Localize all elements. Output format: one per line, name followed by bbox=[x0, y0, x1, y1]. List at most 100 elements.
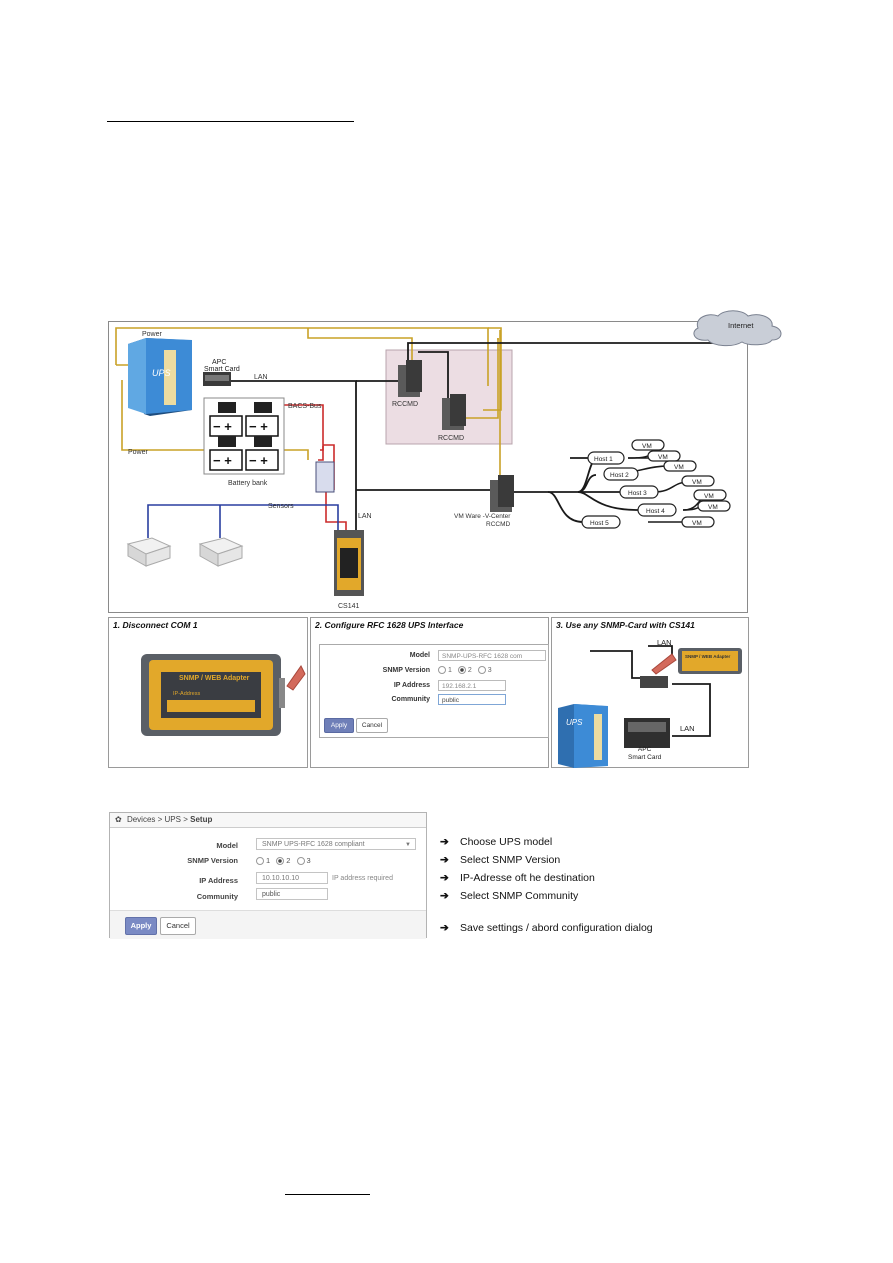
heading-underline bbox=[107, 121, 354, 122]
step-3-adapter-title: SNMP / WEB Adapter bbox=[685, 654, 731, 659]
apc-smart-card bbox=[203, 372, 231, 386]
battery-bank-label: Battery bank bbox=[228, 480, 268, 487]
form-footer: Apply Cancel bbox=[110, 910, 426, 939]
step-3-ups-label: UPS bbox=[566, 718, 583, 727]
breadcrumb: ✿ Devices > UPS > Setup bbox=[110, 813, 426, 828]
vm-label: VM bbox=[708, 504, 718, 511]
internet-cloud bbox=[693, 310, 782, 347]
instruction-5: ➔Save settings / abord configuration dia… bbox=[440, 922, 653, 934]
apc-label-1: APC bbox=[212, 359, 226, 366]
bacs-bus-label: BACS-Bus bbox=[288, 403, 322, 410]
vm-label: VM bbox=[674, 464, 684, 471]
host-1-label: Host 1 bbox=[594, 456, 613, 463]
step-3-lan-right: LAN bbox=[680, 724, 695, 733]
community-label: Community bbox=[196, 892, 238, 901]
power-label-left: Power bbox=[128, 449, 149, 456]
breadcrumb-separator: > bbox=[183, 815, 191, 824]
breadcrumb-devices[interactable]: Devices bbox=[126, 815, 156, 824]
step-2-community-input[interactable]: public bbox=[438, 694, 506, 705]
vm-label: VM bbox=[692, 479, 702, 486]
step-3-title: 3. Use any SNMP-Card with CS141 bbox=[556, 620, 695, 630]
step-1-ip-label: IP-Address bbox=[173, 691, 201, 697]
footer-underline bbox=[285, 1194, 370, 1195]
model-select-value: SNMP UPS-RFC 1628 compliant bbox=[262, 841, 365, 848]
svg-text:− +: − + bbox=[249, 419, 268, 434]
arrow-right-icon: ➔ bbox=[440, 872, 449, 884]
radio-icon[interactable] bbox=[438, 666, 446, 674]
network-diagram: − + − + − + − + bbox=[108, 310, 788, 614]
vm-label: VM bbox=[704, 493, 714, 500]
step-3-illustration bbox=[558, 645, 742, 768]
host-5-label: Host 5 bbox=[590, 520, 609, 527]
community-input[interactable]: public bbox=[256, 888, 328, 900]
step-2-snmp-label: SNMP Version bbox=[382, 667, 430, 674]
step-2-snmp-radios[interactable]: 1 2 3 bbox=[438, 666, 492, 674]
step-2-model-label: Model bbox=[409, 652, 430, 659]
arrow-right-icon: ➔ bbox=[440, 854, 449, 866]
sensor-1 bbox=[126, 537, 172, 567]
ip-address-hint: IP address required bbox=[332, 875, 393, 882]
sensors-label: Sensors bbox=[268, 503, 294, 510]
arrow-right-icon: ➔ bbox=[440, 890, 449, 902]
step-2-model-select[interactable]: SNMP-UPS-RFC 1628 com bbox=[438, 650, 546, 661]
cancel-button[interactable]: Cancel bbox=[160, 917, 196, 935]
breadcrumb-setup: Setup bbox=[190, 815, 213, 824]
step-3-lan-top: LAN bbox=[657, 638, 672, 647]
svg-text:− +: − + bbox=[213, 453, 232, 468]
ups-setup-form: ✿ Devices > UPS > Setup Model SNMP UPS-R… bbox=[109, 812, 427, 939]
sensor-2 bbox=[198, 537, 244, 567]
snmp-option-3: 3 bbox=[306, 856, 311, 865]
power-label-top: Power bbox=[142, 331, 163, 338]
arrow-right-icon: ➔ bbox=[440, 836, 449, 848]
model-select[interactable]: SNMP UPS-RFC 1628 compliant ▼ bbox=[256, 838, 416, 850]
cs141-device bbox=[334, 530, 364, 596]
rccmd-server-2 bbox=[442, 394, 466, 430]
lan-label-top: LAN bbox=[254, 374, 268, 381]
breadcrumb-separator: > bbox=[157, 815, 165, 824]
apc-label-2: Smart Card bbox=[204, 366, 240, 373]
radio-icon[interactable] bbox=[256, 857, 264, 866]
apply-button[interactable]: Apply bbox=[125, 917, 157, 935]
rccmd-label-2: RCCMD bbox=[438, 435, 464, 442]
svg-text:− +: − + bbox=[213, 419, 232, 434]
vcenter-label-1: VM Ware -V-Center bbox=[454, 513, 511, 520]
radio-icon[interactable] bbox=[296, 857, 305, 866]
step-2-title: 2. Configure RFC 1628 UPS Interface bbox=[315, 620, 464, 630]
step-2-apply-button[interactable]: Apply bbox=[324, 718, 354, 733]
instruction-2: ➔Select SNMP Version bbox=[440, 854, 561, 866]
step-panel-3: 3. Use any SNMP-Card with CS141 LAN LAN … bbox=[551, 617, 749, 768]
step-1-adapter-title: SNMP / WEB Adapter bbox=[179, 675, 250, 682]
step-2-ip-label: IP Address bbox=[393, 682, 430, 689]
host-4-label: Host 4 bbox=[646, 508, 665, 515]
rccmd-server-1 bbox=[398, 360, 422, 397]
radio-selected-icon[interactable] bbox=[276, 857, 285, 866]
vcenter-label-2: RCCMD bbox=[486, 521, 510, 528]
ups-label: UPS bbox=[152, 368, 171, 378]
radio-selected-icon[interactable] bbox=[457, 666, 466, 674]
snmp-version-label: SNMP Version bbox=[187, 856, 238, 865]
gear-icon: ✿ bbox=[115, 815, 122, 824]
step-2-ip-input[interactable]: 192.168.2.1 bbox=[438, 680, 506, 691]
step-1-title: 1. Disconnect COM 1 bbox=[113, 620, 198, 630]
step-2-cancel-button[interactable]: Cancel bbox=[356, 718, 388, 733]
cs141-label: CS141 bbox=[338, 603, 360, 610]
battery-bank: − + − + − + − + bbox=[203, 397, 285, 475]
ip-address-input[interactable]: 10.10.10.10 bbox=[256, 872, 328, 884]
vm-label: VM bbox=[658, 454, 668, 461]
step-1-illustration bbox=[141, 654, 306, 736]
arrow-right-icon: ➔ bbox=[440, 922, 449, 934]
svg-text:− +: − + bbox=[249, 453, 268, 468]
breadcrumb-ups[interactable]: UPS bbox=[164, 815, 181, 824]
host-3-label: Host 3 bbox=[628, 490, 647, 497]
radio-icon[interactable] bbox=[477, 666, 486, 674]
instruction-3: ➔IP-Adresse oft he destination bbox=[440, 872, 595, 884]
step-panel-2: 2. Configure RFC 1628 UPS Interface Mode… bbox=[310, 617, 549, 768]
snmp-version-radios: 1 2 3 bbox=[256, 856, 311, 866]
vm-label: VM bbox=[692, 520, 702, 527]
network-diagram-svg: − + − + − + − + bbox=[108, 310, 782, 613]
internet-label: Internet bbox=[728, 321, 754, 330]
step-panel-1: 1. Disconnect COM 1 SNMP / WEB Adapter I… bbox=[108, 617, 308, 768]
model-label: Model bbox=[216, 841, 238, 850]
instruction-1: ➔Choose UPS model bbox=[440, 836, 553, 848]
